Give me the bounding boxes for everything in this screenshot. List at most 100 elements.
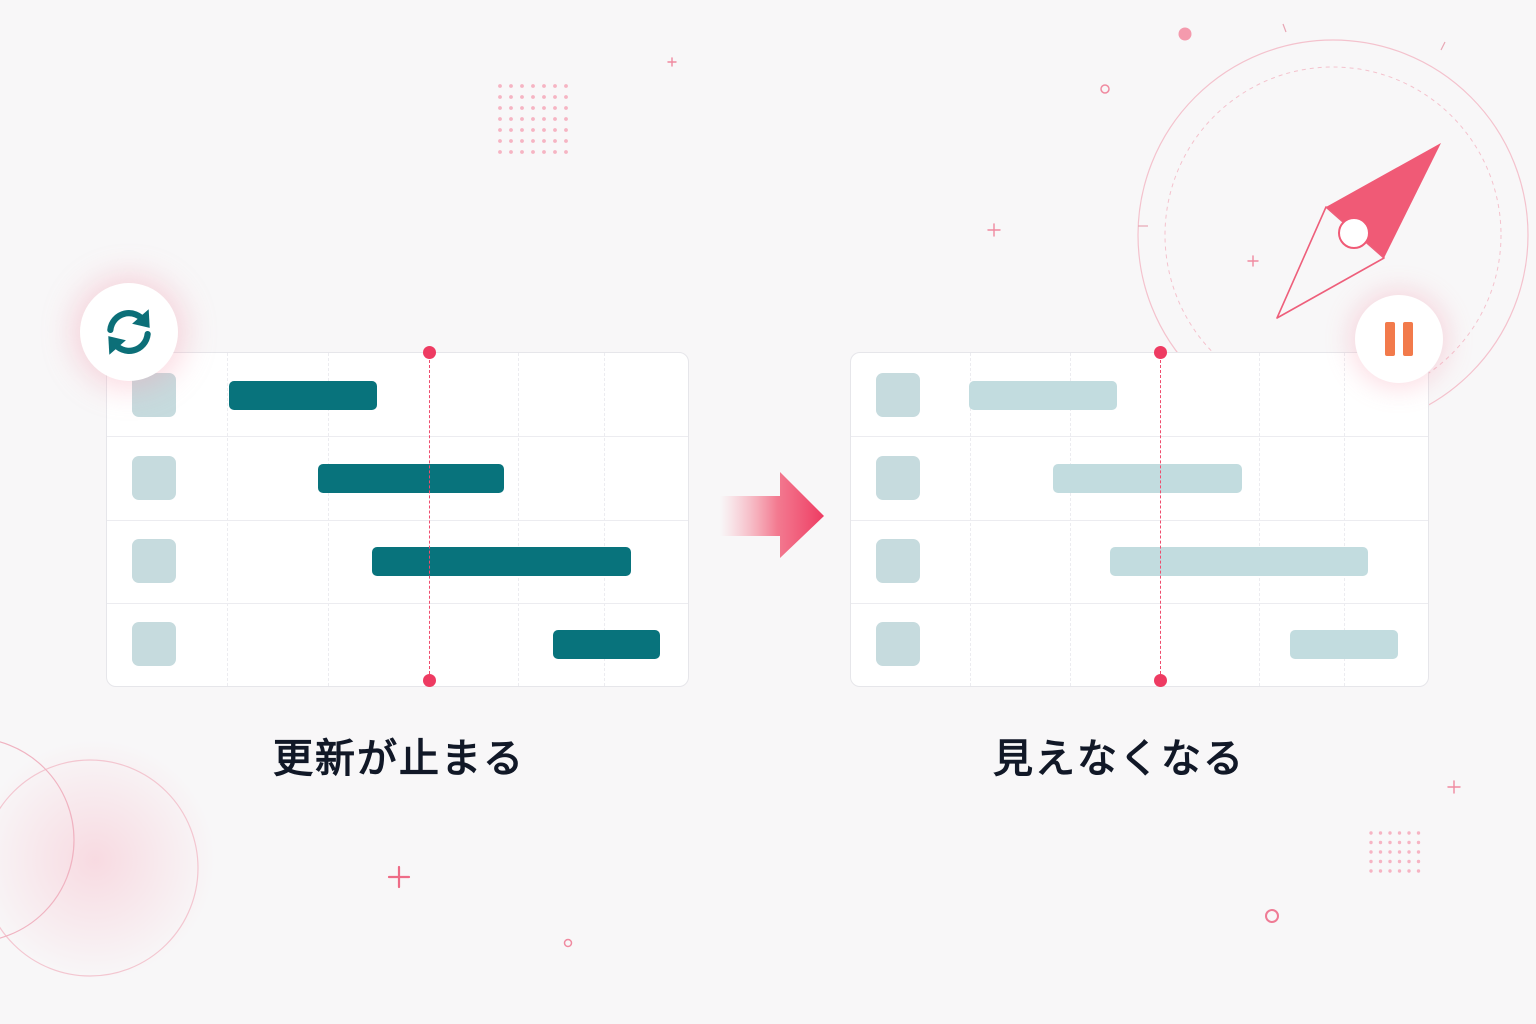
decor-dot xyxy=(498,150,502,154)
decor-dot xyxy=(498,84,502,88)
decor-dot xyxy=(509,150,513,154)
decor-dot xyxy=(509,128,513,132)
decor-dot xyxy=(1369,859,1373,864)
decor-dot xyxy=(1416,869,1421,873)
decor-dot xyxy=(542,84,546,88)
decor-dot xyxy=(520,84,524,88)
decor-dot xyxy=(520,95,524,99)
decor-dot xyxy=(542,117,546,121)
row-separator xyxy=(107,520,688,521)
decor-dot xyxy=(1369,840,1373,845)
row-separator xyxy=(107,603,688,604)
decor-dot xyxy=(520,106,524,110)
decor-dot xyxy=(1378,869,1383,873)
task-row-label xyxy=(876,456,920,500)
timeline-guide xyxy=(1259,353,1260,686)
decor-dot xyxy=(1397,831,1402,835)
decor-dot xyxy=(1388,859,1392,864)
caption-before: 更新が止まる xyxy=(273,736,525,782)
compass-tick xyxy=(1282,23,1287,33)
decor-dot xyxy=(564,95,568,99)
decor-dot xyxy=(1407,869,1411,873)
timeline-guide xyxy=(227,353,228,686)
task-bar xyxy=(1110,547,1368,576)
decor-dot xyxy=(542,150,546,154)
decor-dot-grid xyxy=(1369,831,1421,873)
task-bar xyxy=(318,464,504,493)
task-bar xyxy=(1290,630,1398,659)
task-bar xyxy=(229,381,377,410)
decor-dot xyxy=(1397,869,1402,873)
caption-after: 見えなくなる xyxy=(993,736,1245,782)
decor-dot xyxy=(553,95,557,99)
decor-dot xyxy=(1388,831,1392,835)
decor-dot xyxy=(498,117,502,121)
decor-dot xyxy=(1388,850,1392,854)
decor-dot-grid xyxy=(498,84,568,154)
decor-dot xyxy=(1388,869,1392,873)
task-bar xyxy=(553,630,660,659)
compass-ring-dashed xyxy=(1164,66,1502,404)
timeline-guide xyxy=(604,353,605,686)
decor-dot xyxy=(531,128,535,132)
decor-plus xyxy=(387,865,411,889)
decor-dot xyxy=(498,139,502,143)
row-separator xyxy=(851,520,1428,521)
task-row-label xyxy=(876,622,920,666)
decor-dot xyxy=(509,117,513,121)
decor-dot xyxy=(553,150,557,154)
decor-dot xyxy=(498,128,502,132)
task-row-label xyxy=(876,539,920,583)
decor-dot xyxy=(564,150,568,154)
decor-dot xyxy=(553,84,557,88)
timeline-guide xyxy=(970,353,971,686)
decor-dot xyxy=(542,128,546,132)
today-marker-bottom-dot xyxy=(423,674,436,687)
decor-dot xyxy=(520,139,524,143)
pause-badge xyxy=(1355,295,1443,383)
task-row-label xyxy=(132,373,176,417)
timeline-guide xyxy=(328,353,329,686)
gantt-chart-after xyxy=(850,346,1429,687)
arrow-right-icon xyxy=(720,472,824,558)
decor-dot xyxy=(564,84,568,88)
today-marker-bottom-dot xyxy=(1154,674,1167,687)
refresh-badge xyxy=(80,283,178,381)
today-marker-top-dot xyxy=(1154,346,1167,359)
decor-dot xyxy=(1378,850,1383,854)
decor-dot xyxy=(564,139,568,143)
row-separator xyxy=(107,436,688,437)
compass-tick xyxy=(1440,41,1446,51)
decor-ring xyxy=(1100,84,1110,94)
decor-dot xyxy=(1388,840,1392,845)
decor-dot xyxy=(564,128,568,132)
task-bar xyxy=(1053,464,1242,493)
timeline-guide xyxy=(518,353,519,686)
decor-ring xyxy=(1265,909,1279,923)
today-marker-line xyxy=(1160,355,1161,684)
decor-dot xyxy=(531,139,535,143)
decor-dot xyxy=(1369,850,1373,854)
decor-dot xyxy=(531,84,535,88)
decor-dot xyxy=(509,95,513,99)
task-bar xyxy=(969,381,1117,410)
row-separator xyxy=(851,436,1428,437)
decor-dot xyxy=(509,106,513,110)
decor-glow xyxy=(0,740,215,980)
decor-dot xyxy=(542,95,546,99)
decor-dot xyxy=(509,84,513,88)
decor-dot xyxy=(553,117,557,121)
decor-dot xyxy=(531,95,535,99)
decor-dot xyxy=(498,106,502,110)
decor-dot xyxy=(509,139,513,143)
decor-dot xyxy=(1178,27,1192,41)
decor-dot xyxy=(1369,831,1373,835)
pause-icon xyxy=(1385,322,1413,356)
decor-dot xyxy=(1397,850,1402,854)
decor-ring xyxy=(0,759,199,977)
decor-ring xyxy=(563,938,573,948)
today-marker-top-dot xyxy=(423,346,436,359)
decor-dot xyxy=(531,106,535,110)
